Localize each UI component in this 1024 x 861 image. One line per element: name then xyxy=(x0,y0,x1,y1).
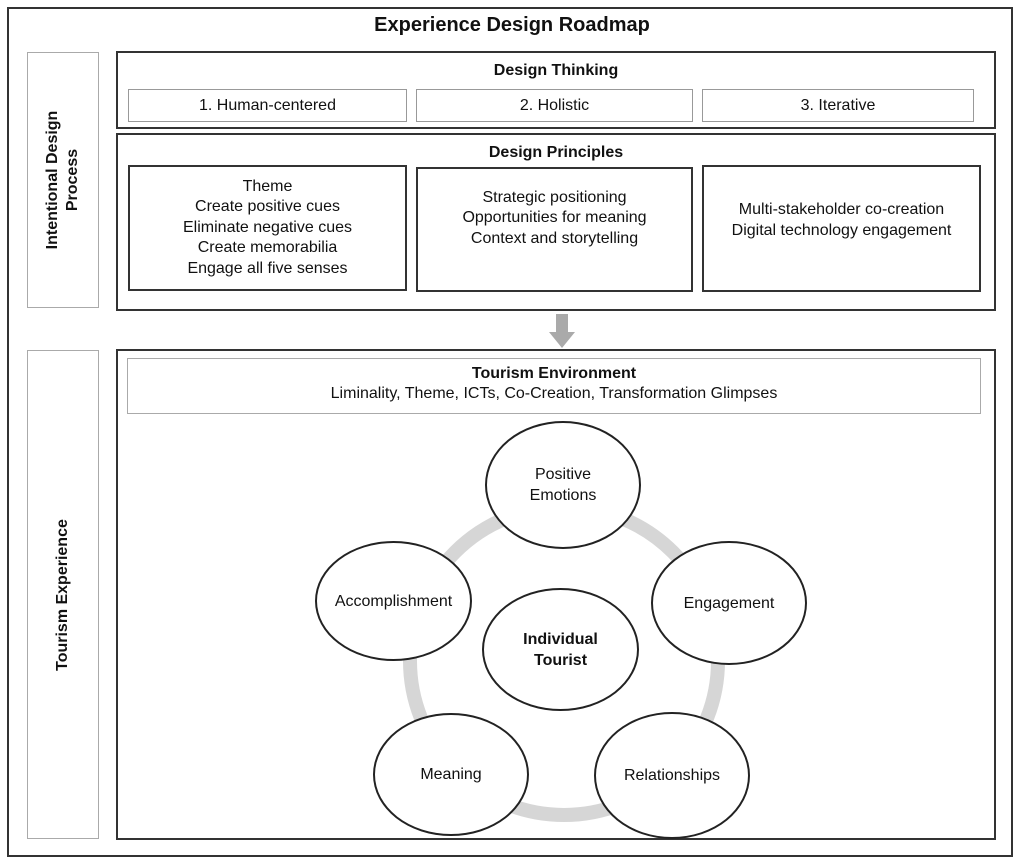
node-meaning: Meaning xyxy=(373,713,529,836)
thinking-item-holistic: 2. Holistic xyxy=(416,89,693,122)
principles-group-cocreation: Multi-stakeholder co-creation Digital te… xyxy=(702,165,981,292)
tourism-experience-panel xyxy=(116,349,996,840)
process-label-line-2: Process xyxy=(64,148,81,212)
node-engagement: Engagement xyxy=(651,541,807,665)
node-line: Individual xyxy=(523,630,598,648)
down-arrow-icon xyxy=(549,314,575,348)
roadmap-frame xyxy=(7,7,1013,857)
principle-item: Eliminate negative cues xyxy=(183,218,352,236)
experience-side-label: Tourism Experience xyxy=(54,518,71,671)
principle-item: Digital technology engagement xyxy=(731,221,952,239)
node-accomplishment: Accomplishment xyxy=(315,541,472,661)
node-line: Accomplishment xyxy=(334,592,453,610)
principle-item: Multi-stakeholder co-creation xyxy=(738,201,945,218)
principle-item: Context and storytelling xyxy=(470,229,639,247)
tourism-environment-box: Tourism Environment Liminality, Theme, I… xyxy=(127,358,981,414)
node-line: Engagement xyxy=(683,594,775,612)
principle-item: Create memorabilia xyxy=(197,239,338,257)
node-positive-emotions: Positive Emotions xyxy=(485,421,641,549)
principle-item: Strategic positioning xyxy=(482,188,627,206)
process-side-label: Intentional Design Process xyxy=(43,111,83,250)
node-line: Relationships xyxy=(623,767,721,784)
experience-side-box: Tourism Experience xyxy=(27,350,99,839)
tourism-environment-title: Tourism Environment xyxy=(471,365,637,382)
node-line: Tourist xyxy=(533,651,588,669)
node-line: Emotions xyxy=(529,487,597,504)
design-thinking-title: Design Thinking xyxy=(493,62,619,79)
thinking-item-human-centered: 1. Human-centered xyxy=(128,89,407,122)
tourism-environment-subtitle: Liminality, Theme, ICTs, Co-Creation, Tr… xyxy=(330,385,778,402)
principles-group-meaning: Strategic positioning Opportunities for … xyxy=(416,167,693,292)
thinking-item-iterative: 3. Iterative xyxy=(702,89,974,122)
design-principles-title: Design Principles xyxy=(488,144,624,161)
node-line: Positive xyxy=(534,466,592,483)
node-individual-tourist: Individual Tourist xyxy=(482,588,639,711)
process-label-line-1: Intentional Design xyxy=(44,110,61,250)
design-principles-panel: Design Principles xyxy=(116,133,996,311)
principles-group-sensory: Theme Create positive cues Eliminate neg… xyxy=(128,165,407,291)
principle-item: Theme xyxy=(242,177,293,195)
principle-item: Create positive cues xyxy=(195,198,340,216)
node-line: Meaning xyxy=(420,766,482,783)
principle-item: Opportunities for meaning xyxy=(462,209,647,227)
design-thinking-panel: Design Thinking xyxy=(116,51,996,129)
node-relationships: Relationships xyxy=(594,712,750,839)
diagram-title: Experience Design Roadmap xyxy=(374,14,650,36)
principle-item: Engage all five senses xyxy=(187,259,348,277)
process-side-box: Intentional Design Process xyxy=(27,52,99,308)
